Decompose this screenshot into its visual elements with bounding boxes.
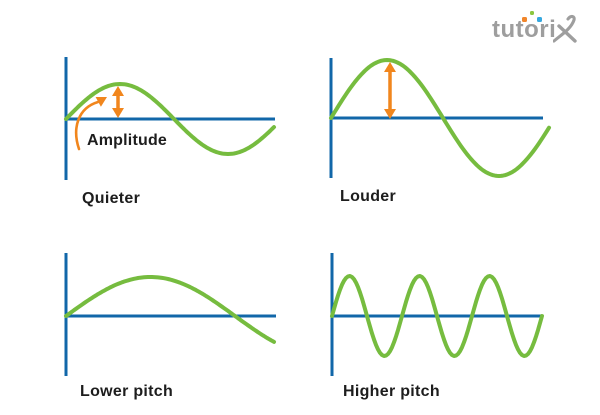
logo-dot-blue bbox=[537, 17, 542, 22]
amplitude-arrow-head-down bbox=[112, 108, 124, 118]
wave-panel-quieter bbox=[64, 57, 276, 180]
wave-panel-lower-pitch bbox=[64, 253, 276, 376]
logo-dot-orange bbox=[522, 17, 527, 22]
logo-x-swoosh-icon bbox=[553, 14, 577, 43]
sound-wave bbox=[329, 58, 551, 178]
sound-wave bbox=[330, 274, 544, 358]
amplitude-arrow-head-down bbox=[384, 109, 396, 119]
panel-label-louder: Louder bbox=[340, 188, 397, 205]
logo-dot-green bbox=[530, 11, 534, 15]
logo-text: tutori bbox=[492, 16, 557, 43]
wave-panel-louder bbox=[329, 58, 551, 178]
amplitude-label: Amplitude bbox=[87, 132, 168, 149]
sound-wave bbox=[64, 82, 276, 156]
brand-logo: tutori bbox=[492, 10, 596, 46]
amplitude-arrow-head-up bbox=[384, 62, 396, 72]
wave-panel-higher-pitch bbox=[330, 253, 544, 376]
panel-label-higher-pitch: Higher pitch bbox=[343, 383, 440, 400]
amplitude-arrow-head-up bbox=[112, 86, 124, 96]
sound-wave bbox=[64, 275, 276, 344]
amplitude-pointer-head bbox=[95, 97, 107, 107]
amplitude-pointer-curve bbox=[74, 100, 100, 151]
panel-label-quieter: Quieter bbox=[82, 190, 141, 207]
panel-label-lower-pitch: Lower pitch bbox=[80, 383, 174, 400]
